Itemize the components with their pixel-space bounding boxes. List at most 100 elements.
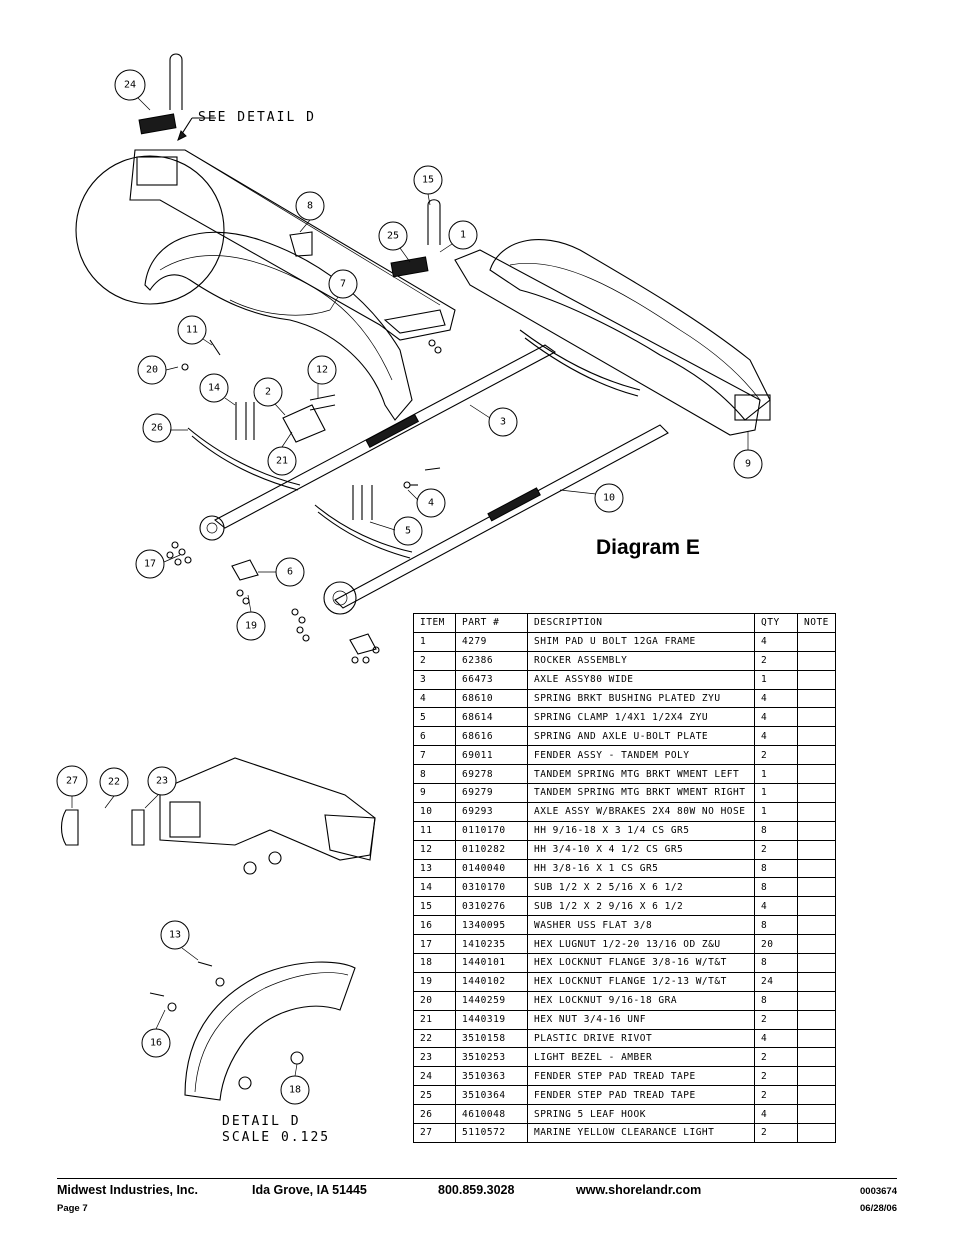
cell-qty: 8	[754, 953, 798, 973]
detail-d-circle	[75, 155, 225, 305]
cell-description: LIGHT BEZEL - AMBER	[527, 1047, 755, 1068]
left-fender	[144, 231, 413, 421]
cell-item: 3	[413, 669, 456, 690]
svg-text:25: 25	[387, 231, 399, 242]
cell-item: 14	[413, 877, 456, 898]
leaf-spring-mid	[314, 504, 413, 559]
cell-note	[797, 915, 836, 936]
cell-qty: 1	[754, 783, 798, 803]
cell-qty: 4	[754, 1104, 798, 1125]
cell-note	[797, 839, 836, 860]
cell-item: 4	[413, 688, 456, 709]
cell-item: 26	[413, 1104, 456, 1125]
left-spring-bracket	[129, 149, 456, 341]
cell-note	[797, 990, 836, 1011]
callout-6: 6	[275, 557, 305, 587]
cell-note	[797, 1028, 836, 1049]
cell-part-number: 1440319	[455, 1009, 528, 1030]
cell-note	[797, 1066, 836, 1087]
cell-note	[797, 1104, 836, 1125]
svg-text:6: 6	[287, 567, 293, 578]
cell-qty: 2	[754, 1009, 798, 1030]
cell-note	[797, 1123, 836, 1143]
svg-text:19: 19	[245, 621, 257, 632]
callout-2: 2	[253, 377, 283, 407]
callout-3: 3	[488, 407, 518, 437]
diagram-title: Diagram E	[596, 536, 700, 559]
svg-text:9: 9	[745, 459, 751, 470]
cell-part-number: 1440102	[455, 971, 528, 992]
cell-description: SUB 1/2 X 2 5/16 X 6 1/2	[527, 877, 755, 898]
cell-item: 8	[413, 764, 456, 785]
cell-description: HEX LOCKNUT 9/16-18 GRA	[527, 990, 755, 1011]
cell-qty: 1	[754, 669, 798, 690]
cell-part-number: 0110282	[455, 839, 528, 860]
cell-note	[797, 707, 836, 728]
cell-description: AXLE ASSY80 WIDE	[527, 669, 755, 690]
cell-qty: 2	[754, 1123, 798, 1143]
cell-description: SPRING AND AXLE U-BOLT PLATE	[527, 726, 755, 747]
see-detail-label: SEE DETAIL D	[198, 110, 316, 125]
cell-note	[797, 877, 836, 898]
cell-note	[797, 1047, 836, 1068]
header-item: ITEM	[413, 613, 456, 633]
svg-text:10: 10	[603, 493, 615, 504]
cell-description: AXLE ASSY W/BRAKES 2X4 80W NO HOSE	[527, 801, 755, 822]
cell-part-number: 3510363	[455, 1066, 528, 1087]
svg-text:1: 1	[460, 230, 466, 241]
svg-text:20: 20	[146, 365, 158, 376]
cell-part-number: 69279	[455, 783, 528, 803]
cell-part-number: 3510253	[455, 1047, 528, 1068]
cell-qty: 4	[754, 896, 798, 917]
cell-part-number: 68616	[455, 726, 528, 747]
cell-qty: 4	[754, 1028, 798, 1049]
cell-description: HEX LOCKNUT FLANGE 3/8-16 W/T&T	[527, 953, 755, 973]
cell-item: 5	[413, 707, 456, 728]
cell-item: 7	[413, 745, 456, 766]
cell-item: 17	[413, 934, 456, 955]
cell-qty: 4	[754, 688, 798, 709]
cell-note	[797, 896, 836, 917]
cell-qty: 20	[754, 934, 798, 955]
axle-3	[199, 344, 557, 541]
leaf-spring-right	[519, 329, 641, 397]
cell-qty: 8	[754, 820, 798, 841]
footer-doc-number: 0003674	[860, 1186, 897, 1197]
cell-description: SPRING BRKT BUSHING PLATED ZYU	[527, 688, 755, 709]
callout-12: 12	[307, 355, 337, 385]
parts-table-header: ITEM PART # DESCRIPTION QTY NOTE	[413, 613, 836, 633]
cell-qty: 1	[754, 801, 798, 822]
cell-item: 13	[413, 858, 456, 879]
cell-description: PLASTIC DRIVE RIVOT	[527, 1028, 755, 1049]
cell-item: 24	[413, 1066, 456, 1087]
cell-qty: 8	[754, 915, 798, 936]
cell-qty: 24	[754, 971, 798, 992]
cell-part-number: 1440259	[455, 990, 528, 1011]
svg-text:3: 3	[500, 417, 506, 428]
cell-part-number: 0140040	[455, 858, 528, 879]
callout-20: 20	[137, 355, 167, 385]
svg-text:14: 14	[208, 383, 220, 394]
svg-text:22: 22	[108, 777, 120, 788]
svg-text:8: 8	[307, 201, 313, 212]
svg-text:17: 17	[144, 559, 156, 570]
cell-item: 21	[413, 1009, 456, 1030]
cell-item: 20	[413, 990, 456, 1011]
cell-description: FENDER STEP PAD TREAD TAPE	[527, 1066, 755, 1087]
cell-qty: 2	[754, 1066, 798, 1087]
cell-description: SPRING CLAMP 1/4X1 1/2X4 ZYU	[527, 707, 755, 728]
cell-note	[797, 953, 836, 973]
callout-5: 5	[393, 516, 423, 546]
cell-note	[797, 801, 836, 822]
cell-item: 11	[413, 820, 456, 841]
cell-description: WASHER USS FLAT 3/8	[527, 915, 755, 936]
